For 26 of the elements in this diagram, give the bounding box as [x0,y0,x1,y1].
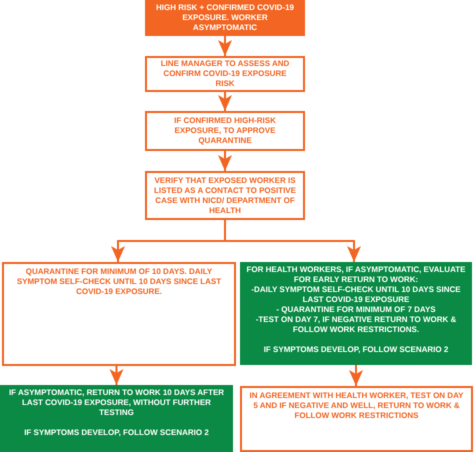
box-text: -TEST ON DAY 7, IF NEGATIVE RETURN TO WORK & FOLLOW WORK RESTRICTIONS. [254,315,458,335]
box-text: -DAILY SYMPTOM SELF-CHECK UNTIL 10 DAYS SINCE LAST COVID-19 EXPOSURE [250,285,462,305]
box-text: VERIFY THAT EXPOSED WORKER IS LISTED AS A CONTACT TO POSITIVE CASE WITH NICD/ DEPARTMENT OF HEALTH [153,176,297,216]
box-text: LINE MANAGER TO ASSESS AND CONFIRM COVID-19 EXPOSURE RISK [160,59,290,89]
box-text: - QUARANTINE FOR MINIMUM OF 7 DAYS [276,305,436,315]
process-box [2,262,236,366]
process-box [240,386,473,452]
box-text: QUARANTINE FOR MINIMUM OF 10 DAYS. DAILY SYMPTOM SELF-CHECK UNTIL 10 DAYS SINCE LAST COVID-19 EXPOSURE. [16,267,222,297]
arrow [218,36,232,56]
box-text: HIGH RISK + CONFIRMED COVID-19 EXPOSURE. WORKER ASYMPTOMATIC [154,3,295,33]
process-box [145,56,305,92]
box-text: IF SYMPTOMS DEVELOP, FOLLOW SCENARIO 2 [24,428,209,438]
box-text: FOR HEALTH WORKERS, IF ASYMPTOMATIC, EVALUATE FOR EARLY RETURN TO WORK: [246,265,466,285]
process-box [240,262,472,365]
box-text: IF CONFIRMED HIGH-RISK EXPOSURE, TO APPROVE QUARANTINE [173,116,277,146]
process-box [145,111,305,151]
process-box [145,171,305,220]
arrow [218,92,232,111]
box-text: IF SYMPTOMS DEVELOP, FOLLOW SCENARIO 2 [264,345,448,355]
process-box [0,385,233,452]
box-text: IF ASYMPTOMATIC, RETURN TO WORK 10 DAYS AFTER LAST COVID-19 EXPOSURE, WITHOUT FURTHER TESTING [8,388,226,418]
arrow [218,151,232,171]
arrow [110,366,124,385]
process-box [145,0,305,36]
arrow [349,365,363,386]
box-text: IN AGREEMENT WITH HEALTH WORKER, TEST ON DAY 5 AND IF NEGATIVE AND WELL, RETURN TO WORK & FOLLOW WORK RESTRICTIONS [248,391,464,421]
